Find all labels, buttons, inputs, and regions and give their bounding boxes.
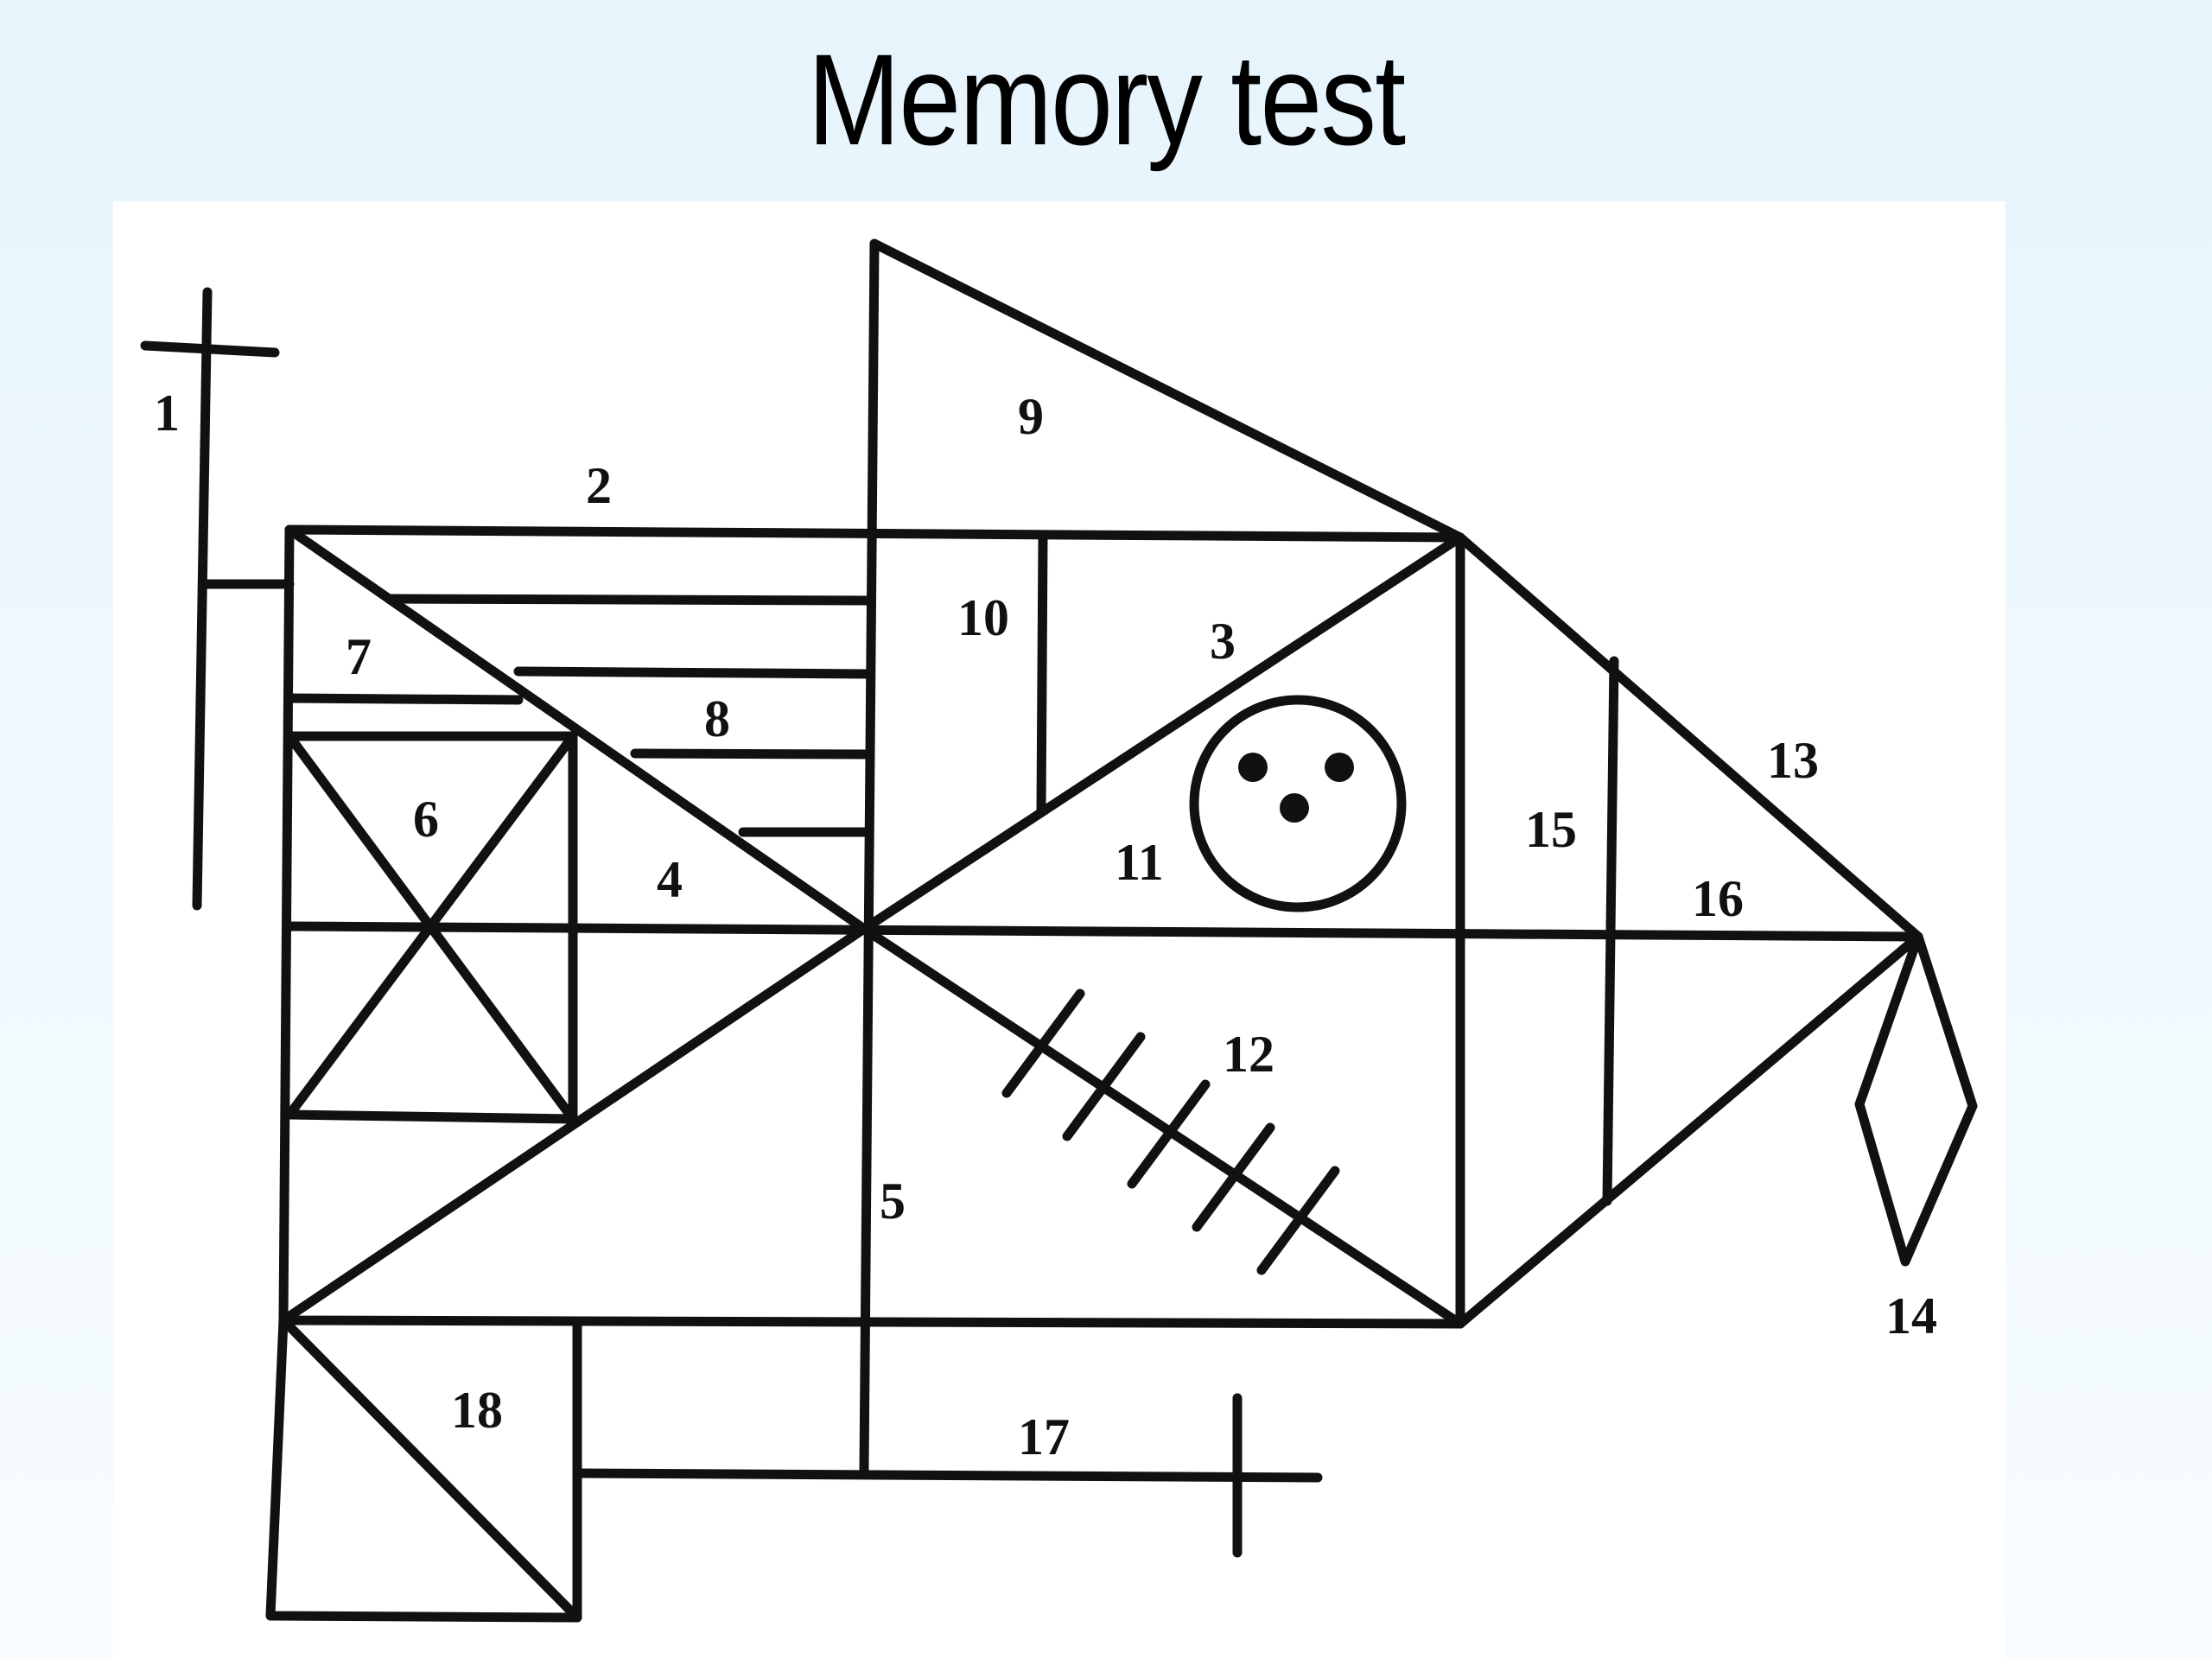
element-8-lines (384, 594, 874, 837)
label-4: 4 (657, 851, 683, 908)
slide-title: Memory test (807, 26, 1406, 172)
element-18-square (265, 1315, 582, 1623)
element-6-square (284, 731, 578, 1124)
label-10: 10 (957, 589, 1009, 646)
element-17-line (572, 1468, 1323, 1483)
element-18-diagonal (278, 1315, 582, 1623)
label-6: 6 (413, 791, 439, 848)
label-11: 11 (1115, 834, 1164, 891)
horizontal-midline (284, 921, 1923, 942)
label-18: 18 (451, 1382, 503, 1439)
element-15-line (1602, 656, 1619, 1206)
element-1-cross (140, 287, 280, 911)
element-12-hatches (1001, 988, 1340, 1275)
label-17: 17 (1018, 1408, 1070, 1465)
figure-lines (140, 238, 1978, 1623)
element-6-x (284, 731, 578, 1124)
element-11-dots (1238, 753, 1354, 823)
label-9: 9 (1018, 388, 1044, 445)
element-10-line (1036, 532, 1048, 816)
element-14-diamond (1854, 931, 1978, 1267)
label-3: 3 (1210, 613, 1236, 670)
label-14: 14 (1885, 1287, 1937, 1344)
element-9-triangle-edge (869, 238, 1465, 543)
label-15: 15 (1525, 801, 1577, 858)
element-11-dot (1238, 753, 1268, 782)
element-7-lines (284, 693, 578, 741)
label-1: 1 (154, 385, 180, 442)
element-11-dot (1280, 793, 1309, 823)
label-8: 8 (704, 690, 730, 747)
figure-labels: 1 2 3 4 5 6 7 8 9 10 11 12 13 14 15 16 1… (154, 385, 1937, 1465)
element-11-dot (1325, 753, 1354, 782)
label-7: 7 (346, 628, 372, 685)
label-12: 12 (1223, 1026, 1274, 1083)
vertical-midline (859, 238, 880, 1474)
label-16: 16 (1692, 870, 1744, 927)
label-13: 13 (1767, 732, 1819, 789)
label-2: 2 (586, 457, 612, 514)
label-5: 5 (880, 1173, 906, 1230)
element-11-circle (1189, 695, 1407, 912)
